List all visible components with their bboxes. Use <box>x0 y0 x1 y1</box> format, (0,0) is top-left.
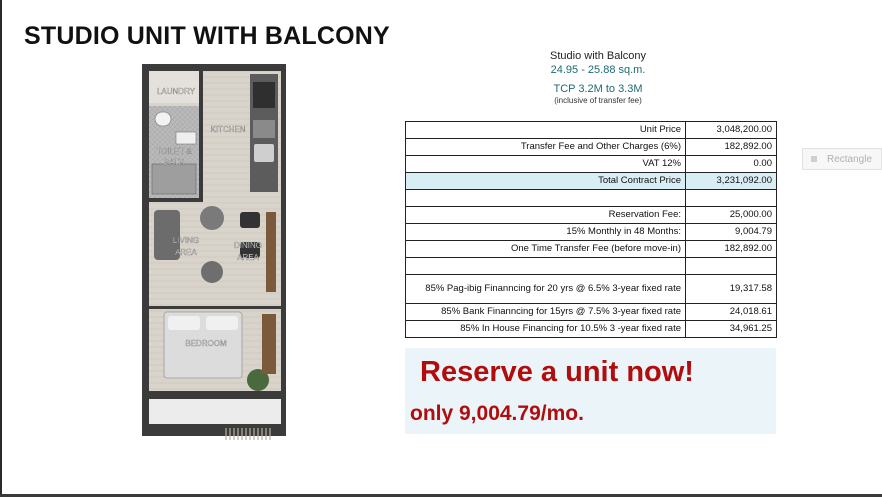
shape-icon <box>811 156 817 162</box>
row-value <box>685 189 777 207</box>
promo-box: Reserve a unit now! only 9,004.79/mo. <box>405 348 776 434</box>
table-row: Transfer Fee and Other Charges (6%) 182,… <box>405 138 777 156</box>
label-laundry: LAUNDRY <box>157 87 196 96</box>
coffee-table <box>201 261 223 283</box>
row-label: Transfer Fee and Other Charges (6%) <box>405 138 686 156</box>
unit-info: Studio with Balcony 24.95 - 25.88 sq.m. … <box>480 50 716 105</box>
table-row: Unit Price 3,048,200.00 <box>405 121 777 139</box>
table-row: Reservation Fee: 25,000.00 <box>405 206 777 224</box>
promo-subline: only 9,004.79/mo. <box>410 402 584 425</box>
row-label: One Time Transfer Fee (before move-in) <box>405 240 686 258</box>
row-label: 85% Bank Finanncing for 15yrs @ 7.5% 3-y… <box>405 303 686 321</box>
dining-table <box>200 206 224 230</box>
unit-tcp: TCP 3.2M to 3.3M <box>553 83 643 95</box>
table-row: 15% Monthly in 48 Months: 9,004.79 <box>405 223 777 241</box>
laundry-room <box>149 71 199 103</box>
unit-heading: Studio with Balcony <box>550 50 646 62</box>
row-label <box>405 257 686 275</box>
price-table: Unit Price 3,048,200.00 Transfer Fee and… <box>405 121 777 338</box>
slide-left-edge <box>0 0 2 497</box>
row-value: 0.00 <box>685 155 777 173</box>
row-value: 34,961.25 <box>685 320 777 338</box>
unit-tcp-note: (inclusive of transfer fee) <box>554 96 642 105</box>
row-label: Unit Price <box>405 121 686 139</box>
row-value <box>685 257 777 275</box>
table-row-spacer <box>405 257 777 275</box>
selection-pane-item-label: Rectangle <box>827 153 873 165</box>
dining-chair <box>240 212 260 228</box>
row-value: 25,000.00 <box>685 206 777 224</box>
slide-title: STUDIO UNIT WITH BALCONY <box>24 22 390 50</box>
table-row: 85% Bank Finanncing for 15yrs @ 7.5% 3-y… <box>405 303 777 321</box>
table-row: 85% In House Financing for 10.5% 3 -year… <box>405 320 777 338</box>
row-value: 182,892.00 <box>685 138 777 156</box>
toilet-fixture <box>154 111 172 127</box>
label-bedroom: BEDROOM <box>185 339 227 348</box>
tv-cabinet <box>266 212 276 292</box>
floor-plan: LAUNDRY KITCHEN TOILET & BATH LIVING ARE… <box>142 64 286 440</box>
table-row-total: Total Contract Price 3,231,092.00 <box>405 172 777 190</box>
shower-area <box>151 163 197 195</box>
table-row: One Time Transfer Fee (before move-in) 1… <box>405 240 777 258</box>
dining-chair-2 <box>240 242 260 258</box>
row-label: 15% Monthly in 48 Months: <box>405 223 686 241</box>
row-label: VAT 12% <box>405 155 686 173</box>
row-label: 85% Pag-ibig Finanncing for 20 yrs @ 6.5… <box>405 274 686 304</box>
promo-headline: Reserve a unit now! <box>420 356 694 388</box>
row-value: 24,018.61 <box>685 303 777 321</box>
row-value: 3,048,200.00 <box>685 121 777 139</box>
label-toilet-1: TOILET & <box>156 147 192 156</box>
sink-fixture <box>175 131 197 145</box>
plant <box>247 369 269 391</box>
slide-bottom-edge <box>0 494 882 497</box>
label-dining-1: DINING <box>234 241 262 250</box>
label-kitchen: KITCHEN <box>210 125 245 134</box>
label-living-2: AREA <box>175 248 197 257</box>
row-value: 182,892.00 <box>685 240 777 258</box>
balcony-railing <box>225 428 271 440</box>
row-value: 19,317.58 <box>685 274 777 304</box>
row-value: 9,004.79 <box>685 223 777 241</box>
selection-pane-item[interactable]: Rectangle <box>802 148 882 170</box>
row-label: Reservation Fee: <box>405 206 686 224</box>
row-label <box>405 189 686 207</box>
living-sofa <box>154 210 180 260</box>
row-label: 85% In House Financing for 10.5% 3 -year… <box>405 320 686 338</box>
unit-area: 24.95 - 25.88 sq.m. <box>550 64 646 76</box>
label-dining-2: AREA <box>237 253 259 262</box>
label-toilet-2: BATH <box>164 158 185 167</box>
table-row-spacer <box>405 189 777 207</box>
balcony <box>149 398 281 424</box>
table-row: VAT 12% 0.00 <box>405 155 777 173</box>
row-value: 3,231,092.00 <box>685 172 777 190</box>
row-label: Total Contract Price <box>405 172 686 190</box>
label-living-1: LIVING <box>173 236 199 245</box>
table-row: 85% Pag-ibig Finanncing for 20 yrs @ 6.5… <box>405 274 777 304</box>
